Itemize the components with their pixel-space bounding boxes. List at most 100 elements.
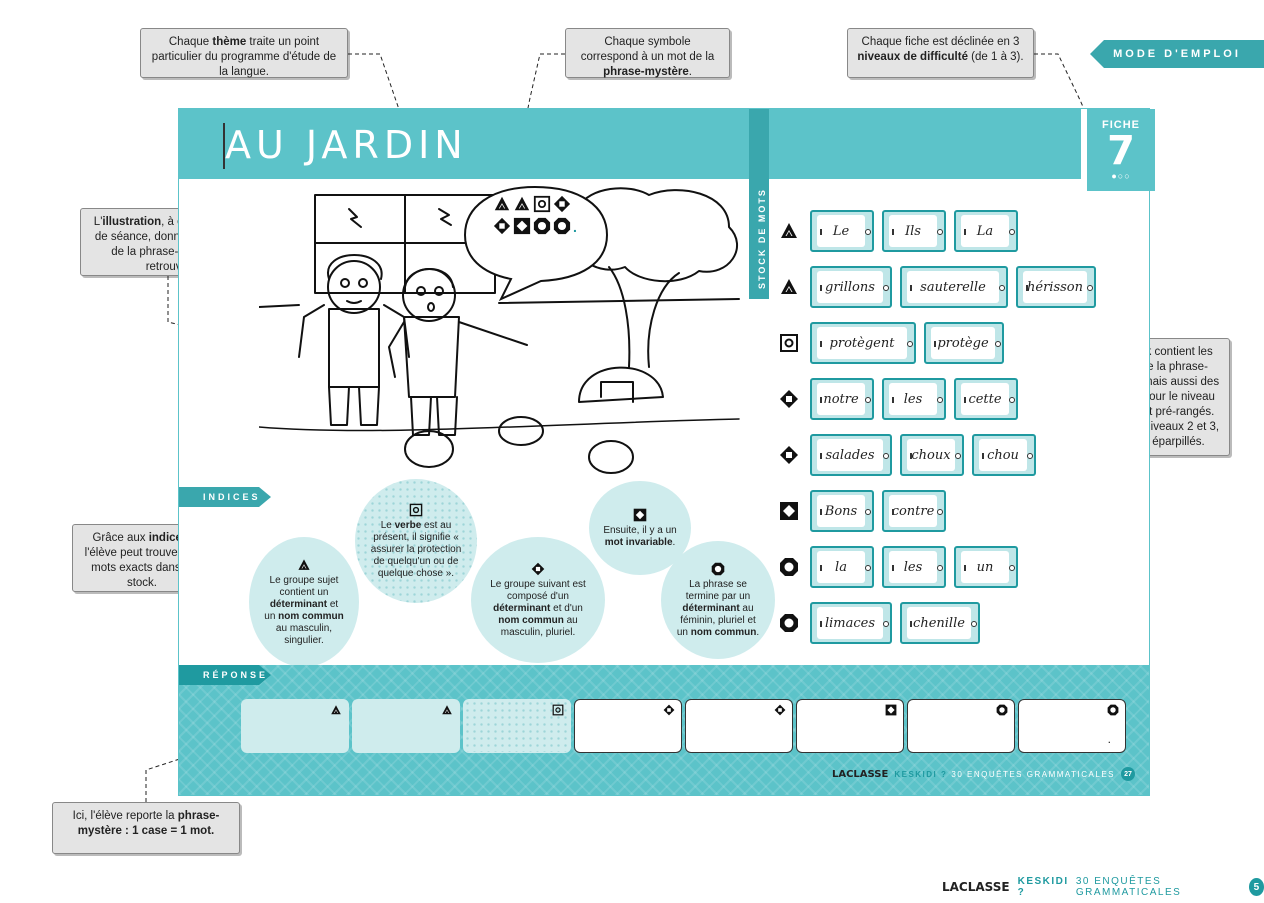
corners-icon: [778, 500, 800, 522]
callout-text: Chaque fiche est déclinée en 3: [861, 36, 1020, 48]
answer-box[interactable]: [241, 699, 349, 753]
word-card[interactable]: la: [810, 546, 874, 588]
card-hole: [883, 285, 889, 291]
inner-page-number: 27: [1121, 767, 1135, 781]
callout-text: .: [688, 66, 692, 78]
speech-period: .: [573, 219, 577, 235]
word-text: limaces: [817, 607, 883, 639]
word-card[interactable]: cette: [954, 378, 1018, 420]
brand-logo: LACLASSE: [831, 768, 889, 780]
card-hole: [865, 229, 871, 235]
indice-text: Le groupe sujet contient un déterminant …: [264, 574, 344, 646]
answer-box[interactable]: [352, 699, 460, 753]
card-mark: [934, 341, 936, 347]
octagon-icon: [778, 612, 800, 634]
stock-row: Bons contre: [778, 488, 954, 534]
answer-box[interactable]: [907, 699, 1015, 753]
answer-box[interactable]: [796, 699, 904, 753]
word-card[interactable]: Bons: [810, 490, 874, 532]
card-hole: [1087, 285, 1093, 291]
triangle-icon: [778, 220, 800, 242]
stock-row: protègent protège: [778, 320, 1012, 366]
word-card[interactable]: salades: [810, 434, 892, 476]
word-card[interactable]: limaces: [810, 602, 892, 644]
card-hole: [865, 397, 871, 403]
word-card[interactable]: un: [954, 546, 1018, 588]
callout-fiche: Chaque fiche est déclinée en 3 niveaux d…: [847, 28, 1034, 78]
square-circle-icon: [552, 704, 564, 716]
indices-tab: INDICES: [179, 487, 271, 507]
callout-theme: Chaque thème traite un point particulier…: [140, 28, 348, 78]
card-hole: [937, 509, 943, 515]
answer-box[interactable]: .: [1018, 699, 1126, 753]
answer-box[interactable]: [685, 699, 793, 753]
word-text: grillons: [817, 271, 883, 303]
word-text: hérisson: [1023, 271, 1087, 303]
word-card[interactable]: La: [954, 210, 1018, 252]
callout-bold: niveaux de difficulté: [857, 51, 968, 63]
word-text: contre: [889, 495, 937, 527]
card-mark: [820, 621, 822, 627]
octagon-icon: [533, 217, 551, 235]
card-mark: [964, 229, 966, 235]
word-card[interactable]: les: [882, 378, 946, 420]
word-text: salades: [817, 439, 883, 471]
word-text: les: [889, 551, 937, 583]
callout-text: traite un point particulier du programme…: [151, 36, 337, 78]
octagon-icon: [778, 556, 800, 578]
word-card[interactable]: Le: [810, 210, 874, 252]
word-card[interactable]: contre: [882, 490, 946, 532]
card-mark: [820, 453, 822, 459]
word-text: Le: [817, 215, 865, 247]
word-card[interactable]: sauterelle: [900, 266, 1008, 308]
card-mark: [1026, 285, 1028, 291]
callout-ici: Ici, l'élève reporte la phrase-mystère :…: [52, 802, 240, 854]
diamond-icon: [774, 704, 786, 716]
callout-text: (de 1 à 3).: [967, 51, 1024, 63]
stock-label: STOCK DE MOTS: [757, 188, 767, 289]
indice-4: Ensuite, il y a un mot invariable.: [589, 481, 691, 575]
word-card[interactable]: les: [882, 546, 946, 588]
card-hole: [865, 509, 871, 515]
answer-box[interactable]: [463, 699, 571, 753]
octagon-icon: [1107, 704, 1119, 716]
word-card[interactable]: protègent: [810, 322, 916, 364]
word-card[interactable]: chenille: [900, 602, 980, 644]
callout-bold: phrase-mystère: [603, 66, 689, 78]
answer-final-period: .: [1107, 732, 1111, 746]
callout-text: , l'élève peut trouver les mots exacts d…: [84, 532, 200, 589]
indice-text: Le groupe suivant est composé d'un déter…: [490, 578, 586, 638]
word-card[interactable]: chou: [972, 434, 1036, 476]
card-mark: [892, 565, 894, 571]
word-card[interactable]: Ils: [882, 210, 946, 252]
word-text: Ils: [889, 215, 937, 247]
diamond-icon: [531, 562, 545, 576]
word-text: La: [961, 215, 1009, 247]
indice-text: La phrase se termine par un déterminant …: [676, 578, 760, 638]
card-hole: [883, 621, 889, 627]
indice-3: Le groupe suivant est composé d'un déter…: [471, 537, 605, 663]
card-mark: [910, 453, 912, 459]
word-card[interactable]: grillons: [810, 266, 892, 308]
corners-icon: [633, 508, 647, 522]
word-text: sauterelle: [907, 271, 999, 303]
word-card[interactable]: choux: [900, 434, 964, 476]
callout-text: L': [93, 216, 103, 228]
diamond-icon: [663, 704, 675, 716]
diamond-icon: [778, 444, 800, 466]
card-hole: [865, 565, 871, 571]
answer-box[interactable]: [574, 699, 682, 753]
indice-text: Ensuite, il y a un mot invariable.: [603, 524, 677, 548]
card-mark: [820, 229, 822, 235]
word-card[interactable]: notre: [810, 378, 874, 420]
word-card[interactable]: protège: [924, 322, 1004, 364]
octagon-icon: [711, 562, 725, 576]
word-text: choux: [907, 439, 955, 471]
fiche-number: 7: [1107, 128, 1135, 174]
word-text: protège: [931, 327, 995, 359]
callout-text: Grâce aux: [92, 532, 149, 544]
word-card[interactable]: hérisson: [1016, 266, 1096, 308]
corners-icon: [885, 704, 897, 716]
indice-2: Le verbe est au présent, il signifie « a…: [355, 479, 477, 603]
